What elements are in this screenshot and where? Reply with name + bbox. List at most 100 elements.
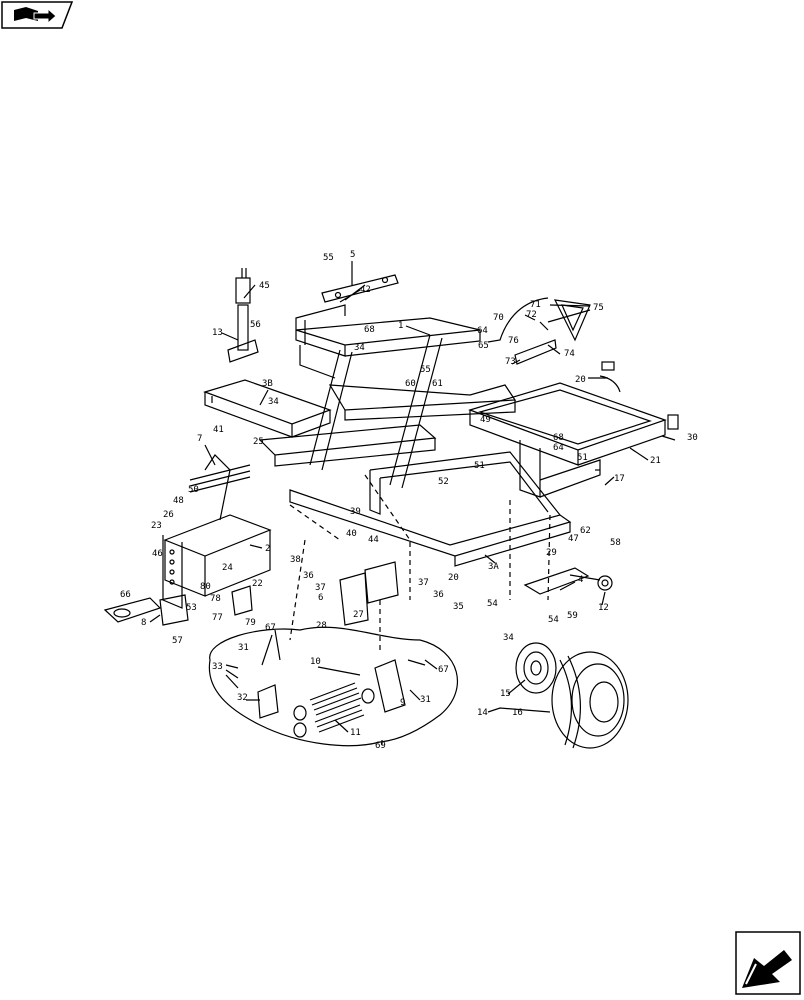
dashed-leaders [289, 474, 551, 650]
sign-bracket [514, 299, 591, 365]
callout: 28 [316, 621, 327, 631]
callout-labels: 1 2 3A 3B 4 5 6 7 8 9 10 11 12 13 14 15 … [120, 250, 698, 751]
callout: 13 [212, 328, 223, 338]
callout: 42 [360, 285, 371, 295]
callout: 3B [262, 379, 273, 389]
callout: 35 [453, 602, 464, 612]
callout: 37 [315, 583, 326, 593]
callout: 55 [323, 253, 334, 263]
callout: 41 [213, 425, 224, 435]
callout: 59 [567, 611, 578, 621]
callout: 25 [253, 437, 264, 447]
callout: 68 [364, 325, 375, 335]
book-icon[interactable] [0, 0, 74, 30]
callout: 46 [152, 549, 163, 559]
callout: 12 [598, 603, 609, 613]
callout: 32 [237, 693, 248, 703]
callout: 23 [151, 521, 162, 531]
wheel-rim [515, 642, 557, 694]
next-page-arrow-icon[interactable] [734, 930, 802, 996]
frame-drawbar [289, 451, 572, 567]
callout: 49 [480, 415, 491, 425]
callout: 11 [350, 728, 361, 738]
callout: 51 [577, 453, 588, 463]
callout: 52 [438, 477, 449, 487]
callout: 36 [303, 571, 314, 581]
callout: 78 [210, 594, 221, 604]
callout: 4 [578, 575, 583, 585]
bracket-9 [374, 659, 406, 713]
callout: 26 [163, 510, 174, 520]
callout: 79 [245, 618, 256, 628]
bracket-53 [159, 594, 189, 626]
callout: 73 [505, 357, 516, 367]
springs [293, 682, 375, 738]
link-bar [321, 274, 399, 303]
callout: 44 [368, 535, 379, 545]
callout: 10 [310, 657, 321, 667]
frame-center-beams [258, 317, 517, 489]
callout: 29 [546, 548, 557, 558]
hitch-tongue [162, 454, 272, 609]
callout: 21 [650, 456, 661, 466]
callout: 66 [120, 590, 131, 600]
callout: 48 [173, 496, 184, 506]
tire [551, 651, 629, 749]
callout: 62 [580, 526, 591, 536]
spring-assembly-outline [208, 626, 458, 747]
wheel-spindle [523, 567, 613, 595]
callout: 67 [265, 623, 276, 633]
callout: 39 [350, 507, 361, 517]
callout: 5 [350, 250, 355, 260]
callout: 51 [474, 461, 485, 471]
callout: 47 [568, 534, 579, 544]
callout: 34 [268, 397, 279, 407]
callout: 1 [398, 321, 403, 331]
callout: 55 [420, 365, 431, 375]
callout: 22 [252, 579, 263, 589]
decal-30 [667, 414, 679, 430]
callout: 16 [512, 708, 523, 718]
callout: 64 [477, 326, 488, 336]
callout: 67 [438, 665, 449, 675]
callout: 31 [420, 695, 431, 705]
callout: 34 [503, 633, 514, 643]
hitch-clevis [103, 597, 162, 623]
callout: 9 [400, 698, 405, 708]
callout: 8 [141, 618, 146, 628]
callout: 60 [405, 379, 416, 389]
callout: 20 [575, 375, 586, 385]
callout: 34 [354, 343, 365, 353]
callout: 30 [687, 433, 698, 443]
callout: 69 [375, 741, 386, 751]
callout: 20 [448, 573, 459, 583]
callout: 76 [508, 336, 519, 346]
callout: 2 [265, 544, 270, 554]
callout: 24 [222, 563, 233, 573]
callout: 53 [186, 603, 197, 613]
frame-rear-beam [203, 379, 332, 438]
callout: 6 [318, 593, 323, 603]
callout: 72 [526, 310, 537, 320]
callout: 37 [418, 578, 429, 588]
plate-27 [364, 561, 399, 604]
callout: 75 [593, 303, 604, 313]
callout: 27 [353, 610, 364, 620]
callout: 57 [172, 636, 183, 646]
callout: 14 [477, 708, 488, 718]
callout: 50 [188, 485, 199, 495]
plate-28 [339, 572, 369, 626]
callout: 36 [433, 590, 444, 600]
callout: 70 [493, 313, 504, 323]
callout: 3A [488, 562, 499, 572]
callout: 31 [238, 643, 249, 653]
callout: 74 [564, 349, 575, 359]
callout: 71 [530, 300, 541, 310]
callout: 33 [212, 662, 223, 672]
upper-crossbar [295, 304, 346, 345]
callout: 38 [290, 555, 301, 565]
callout: 54 [487, 599, 498, 609]
callout: 65 [478, 341, 489, 351]
decal-20-top [601, 361, 615, 371]
